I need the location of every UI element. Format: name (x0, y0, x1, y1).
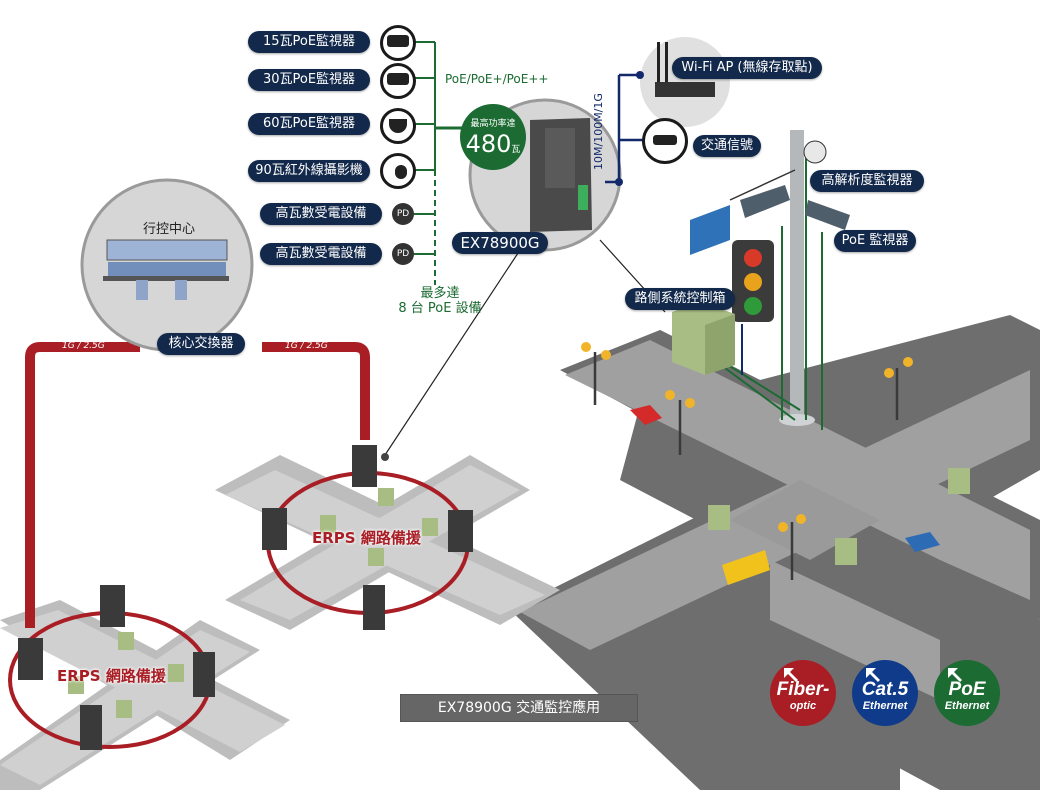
dome-camera (803, 140, 827, 164)
wifi-ap-device (655, 42, 715, 97)
lane-sign (690, 205, 730, 255)
control-center-desk (103, 239, 229, 300)
erps-ring-label-1: ERPS 網路備援 (312, 529, 421, 547)
uplink-speed-right: 1G / 2.5G (285, 341, 328, 351)
device-label-15w-camera: 15瓦PoE監視器 (248, 31, 370, 53)
poe-camera-label: PoE 監視器 (834, 230, 916, 252)
bullet-cameras (740, 185, 850, 230)
legend-cat5-ethernet: Cat.5 Ethernet (852, 660, 918, 726)
legend-poe-big: PoE (948, 679, 986, 700)
device-label-90w-ir-camera: 90瓦紅外線攝影機 (248, 160, 370, 182)
power-badge-unit: 瓦 (511, 145, 521, 155)
uplink-speed-left: 1G / 2.5G (62, 341, 105, 351)
power-badge-caption: 最高功率達 (470, 119, 516, 129)
traffic-signal-icon (642, 118, 688, 164)
core-switch-label: 核心交換器 (157, 333, 245, 355)
legend-fiber-big: Fiber- (776, 679, 830, 700)
arrow-up-left-icon (866, 668, 880, 682)
bullet-camera-icon (380, 25, 416, 61)
switch-model-label: EX78900G (452, 232, 548, 254)
diagram-title: EX78900G 交通監控應用 (400, 694, 638, 722)
device-label-high-watt-pd-1: 高瓦數受電設備 (260, 203, 382, 225)
ring-switches (18, 445, 473, 750)
camera-pole (790, 130, 804, 420)
device-label-high-watt-pd-2: 高瓦數受電設備 (260, 243, 382, 265)
power-badge-value: 480 (465, 130, 512, 158)
device-label-30w-camera: 30瓦PoE監視器 (248, 69, 370, 91)
street-lamps (581, 342, 913, 532)
wifi-ap-label: Wi-Fi AP (無線存取點) (672, 57, 822, 79)
pd-icon: PD (392, 203, 414, 225)
max-devices-line1: 最多達 (420, 286, 460, 301)
erps-ring-label-2: ERPS 網路備援 (57, 667, 166, 685)
legend-poe-small: Ethernet (944, 700, 990, 712)
traffic-signal-label: 交通信號 (693, 135, 761, 157)
legend-fiber-optic: Fiber- optic (770, 660, 836, 726)
power-badge: 最高功率達 480瓦 (460, 104, 526, 170)
dome-camera-icon (380, 108, 416, 144)
arrow-up-left-icon (784, 668, 798, 682)
max-devices-label: 最多達 8 台 PoE 設備 (385, 286, 495, 316)
legend-cat5-big: Cat.5 (861, 679, 909, 700)
roadside-cabinet-label: 路側系統控制箱 (625, 288, 735, 310)
traffic-light-large (732, 240, 774, 322)
pd-icon: PD (392, 243, 414, 265)
roadside-cabinet-box (672, 302, 735, 375)
hd-camera-label: 高解析度監視器 (810, 170, 924, 192)
ex78900g-switch-image (530, 118, 592, 232)
arrow-up-left-icon (948, 668, 962, 682)
legend-cat5-small: Ethernet (862, 700, 908, 712)
vehicles (630, 405, 940, 585)
speed-label: 10M/100M/1G (592, 93, 605, 170)
device-label-60w-camera: 60瓦PoE監視器 (248, 113, 370, 135)
legend-poe-ethernet: PoE Ethernet (934, 660, 1000, 726)
small-cabinets (68, 468, 970, 718)
ptz-camera-icon (380, 153, 416, 189)
bullet-camera-icon (380, 63, 416, 99)
poe-standards-label: PoE/PoE+/PoE++ (445, 72, 549, 86)
max-devices-line2: 8 台 PoE 設備 (398, 301, 482, 316)
control-center-title: 行控中心 (143, 222, 196, 237)
legend-fiber-small: optic (789, 700, 817, 712)
fiber-uplinks (25, 342, 370, 628)
